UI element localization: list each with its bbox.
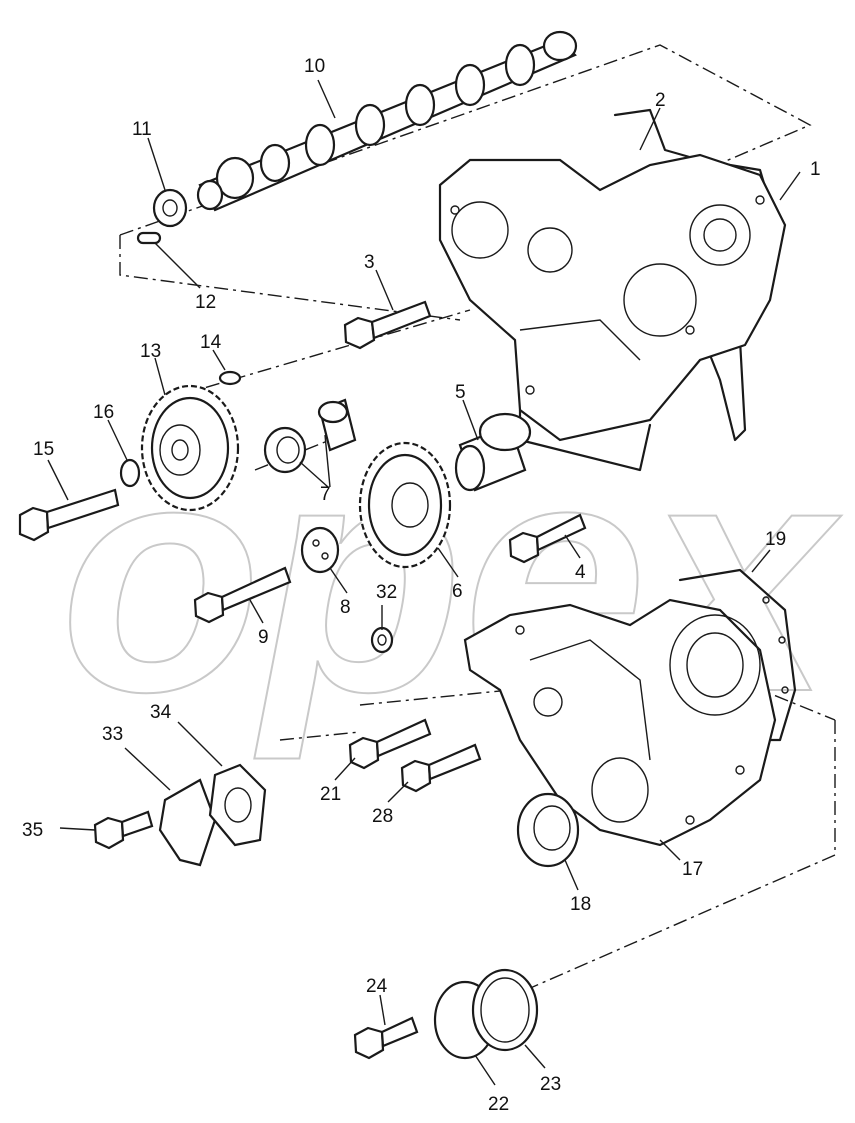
camshaft xyxy=(196,30,578,212)
washer-16 xyxy=(119,458,141,488)
camshaft-key xyxy=(136,231,162,245)
callout-10: 10 xyxy=(304,56,325,77)
callout-12: 12 xyxy=(195,292,216,313)
bolt-15 xyxy=(18,488,120,542)
thrust-plate xyxy=(152,188,188,228)
bolt-24 xyxy=(353,1016,419,1060)
callout-5: 5 xyxy=(455,382,466,403)
bolt-21 xyxy=(348,718,432,770)
callout-6: 6 xyxy=(452,581,463,602)
callout-21: 21 xyxy=(320,784,341,805)
callout-8: 8 xyxy=(340,597,351,618)
callout-17: 17 xyxy=(682,859,703,880)
callout-33: 33 xyxy=(102,724,123,745)
callout-7: 7 xyxy=(320,484,331,505)
bolt-3 xyxy=(343,300,432,350)
callout-32: 32 xyxy=(376,582,397,603)
callout-35: 35 xyxy=(22,820,43,841)
callout-2: 2 xyxy=(655,90,666,111)
callout-3: 3 xyxy=(364,252,375,273)
bolt-9 xyxy=(193,566,292,624)
bolt-35 xyxy=(93,810,154,850)
gear-6 xyxy=(358,441,452,569)
key-14 xyxy=(218,370,242,386)
callout-19: 19 xyxy=(765,529,786,550)
thrust-plate-8 xyxy=(300,526,340,574)
callout-14: 14 xyxy=(200,332,222,353)
callout-28: 28 xyxy=(372,806,393,827)
idler-gear xyxy=(140,384,240,512)
assembly-frame-lines xyxy=(119,44,836,1011)
cover-plate-33 xyxy=(158,778,217,867)
bushing-7 xyxy=(263,398,357,474)
callout-22: 22 xyxy=(488,1094,509,1115)
callout-4: 4 xyxy=(575,562,586,583)
leader-lines xyxy=(47,79,801,1086)
bolt-28 xyxy=(400,743,482,793)
callout-34: 34 xyxy=(150,702,172,723)
front-gasket xyxy=(678,568,797,742)
callout-9: 9 xyxy=(258,627,269,648)
callout-1: 1 xyxy=(810,159,821,180)
callout-13: 13 xyxy=(140,341,161,362)
callout-16: 16 xyxy=(93,402,114,423)
callout-11: 11 xyxy=(132,119,152,140)
callout-23: 23 xyxy=(540,1074,561,1095)
oil-seal xyxy=(516,792,580,868)
gasket-34 xyxy=(208,763,267,847)
washer-32 xyxy=(370,626,394,654)
callout-24: 24 xyxy=(366,976,388,997)
callout-18: 18 xyxy=(570,894,591,915)
bolt-4 xyxy=(508,513,587,564)
gasket-23 xyxy=(471,968,539,1052)
callout-labels: 1 2 3 4 5 6 7 8 9 10 11 12 13 14 15 16 1… xyxy=(22,56,821,1115)
timing-cover xyxy=(463,598,777,847)
idler-hub xyxy=(454,412,532,492)
callout-15: 15 xyxy=(33,439,54,460)
